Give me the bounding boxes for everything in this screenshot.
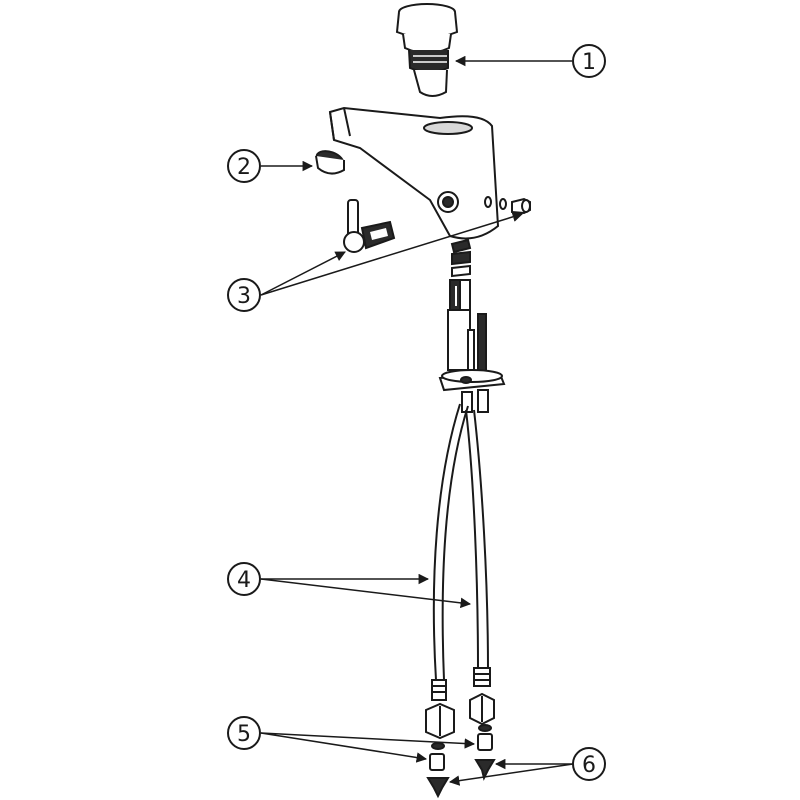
callout-5-number: 5 xyxy=(237,722,251,747)
callout-4-number: 4 xyxy=(237,568,251,593)
callout-4: 4 xyxy=(227,562,261,596)
callout-3: 3 xyxy=(227,278,261,312)
leader-5a xyxy=(260,732,476,749)
leader-5b xyxy=(260,732,428,763)
leader-4b xyxy=(260,578,472,609)
leader-lines xyxy=(260,55,574,786)
leader-3b xyxy=(260,211,524,296)
part-check-valves xyxy=(426,759,496,799)
part-aerator xyxy=(315,150,345,175)
callout-1: 1 xyxy=(572,44,606,78)
leader-3a xyxy=(260,251,346,296)
callout-5: 5 xyxy=(227,716,261,750)
callout-3-number: 3 xyxy=(237,284,251,309)
callout-2-number: 2 xyxy=(237,155,251,180)
part-flex-hoses xyxy=(425,403,495,740)
leader-6b xyxy=(448,763,574,786)
callout-2: 2 xyxy=(227,149,261,183)
part-mounting-stack xyxy=(447,238,487,375)
callout-6-number: 6 xyxy=(582,753,596,778)
part-mounting-plate xyxy=(438,369,506,413)
part-cartridge xyxy=(395,3,459,97)
callout-1-number: 1 xyxy=(582,50,596,75)
callout-6: 6 xyxy=(572,747,606,781)
part-set-screw xyxy=(499,197,531,215)
part-lever-handle xyxy=(343,199,396,253)
part-fittings xyxy=(429,724,493,771)
